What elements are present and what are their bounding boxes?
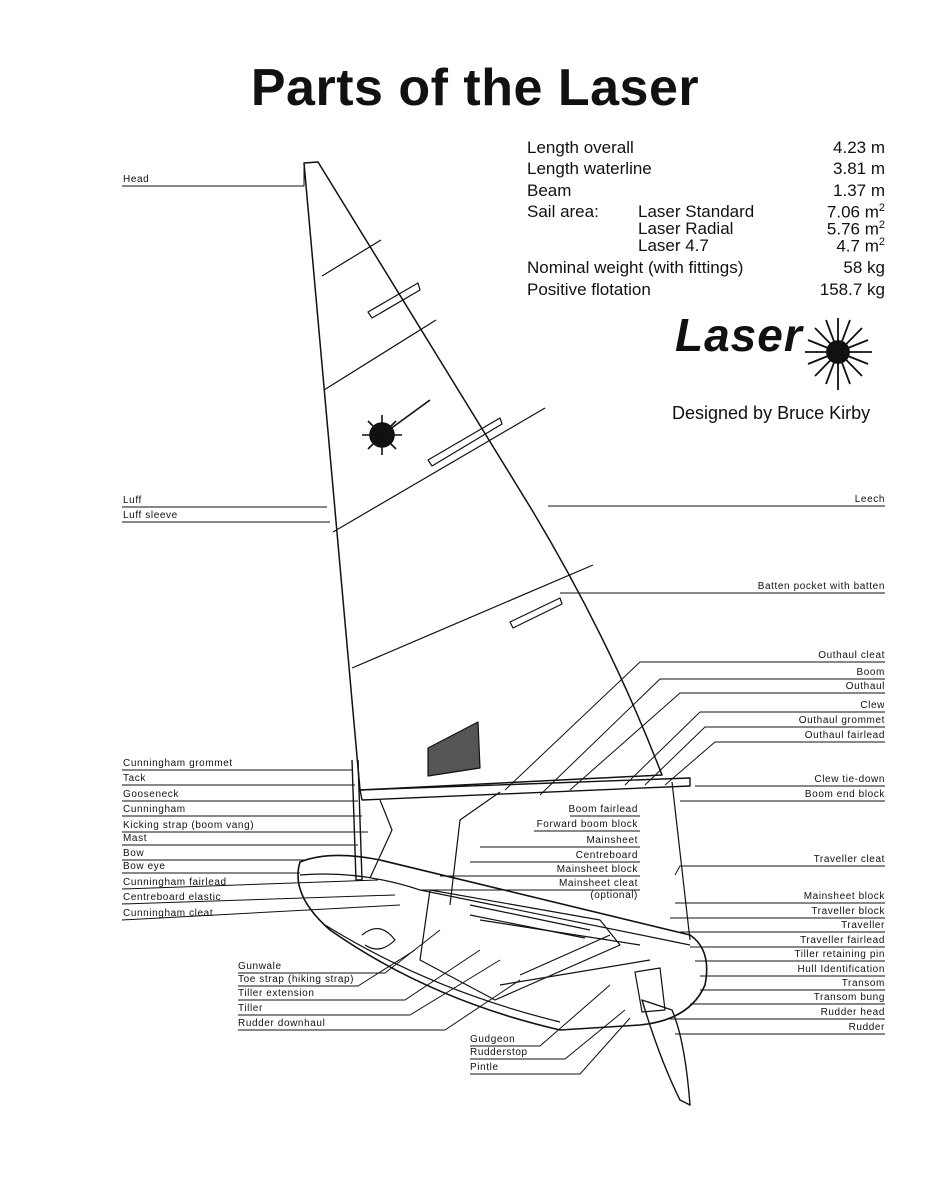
logo-starburst-icon (805, 318, 872, 390)
label-pintle: Pintle (470, 1062, 499, 1073)
sail (303, 161, 663, 791)
tiller (499, 959, 651, 986)
label-mainsheet-block-center: Mainsheet block (556, 864, 638, 875)
label-traveller-fairlead: Traveller fairlead (800, 935, 885, 946)
label-toe-strap: Toe strap (hiking strap) (238, 974, 355, 985)
spec-nominal-weight-value: 58 kg (843, 258, 885, 277)
label-rudder-head: Rudder head (820, 1007, 885, 1018)
label-centreboard: Centreboard (575, 850, 638, 861)
label-luff-sleeve: Luff sleeve (123, 510, 178, 521)
label-cunningham-fairlead: Cunningham fairlead (123, 877, 227, 888)
mainsheet-line (449, 791, 501, 906)
label-clew-tie-down: Clew tie-down (814, 774, 885, 785)
label-cunningham: Cunningham (123, 804, 186, 815)
label-boom-end-block: Boom end block (804, 789, 885, 800)
label-outhaul-cleat: Outhaul cleat (818, 650, 885, 661)
label-tiller-retaining-pin: Tiller retaining pin (794, 949, 885, 960)
label-outhaul-fairlead: Outhaul fairlead (804, 730, 885, 741)
label-traveller-cleat: Traveller cleat (813, 854, 885, 865)
label-tiller: Tiller (238, 1003, 263, 1014)
label-gunwale: Gunwale (238, 961, 282, 972)
label-boom: Boom (856, 667, 885, 678)
spec-sail-standard-name: Laser Standard (638, 202, 755, 221)
hull (297, 854, 708, 1031)
label-cunningham-cleat: Cunningham cleat (123, 908, 214, 919)
label-head: Head (123, 174, 150, 185)
spec-nominal-weight-label: Nominal weight (with fittings) (527, 258, 744, 277)
label-boom-fairlead: Boom fairlead (568, 804, 638, 815)
spec-beam-label: Beam (527, 181, 572, 200)
label-batten-pocket: Batten pocket with batten (757, 581, 885, 592)
sail-window (427, 721, 481, 777)
label-tiller-extension: Tiller extension (238, 988, 315, 999)
spec-sail-radial-value: 5.76 m2 (826, 219, 885, 239)
label-kicking-strap: Kicking strap (boom vang) (123, 820, 255, 831)
sail-starburst-icon (362, 399, 431, 455)
label-gudgeon: Gudgeon (470, 1034, 516, 1045)
label-mast: Mast (123, 833, 148, 844)
spec-length-waterline-label: Length waterline (527, 159, 652, 178)
label-leech: Leech (854, 494, 885, 505)
spec-positive-flotation-value: 158.7 kg (819, 280, 885, 299)
label-hull-identification: Hull Identification (797, 964, 885, 975)
spec-sail-radial-name: Laser Radial (638, 219, 734, 238)
spec-length-waterline-value: 3.81 m (833, 159, 885, 178)
spec-sail-47-value: 4.7 m2 (836, 236, 885, 256)
spec-beam-value: 1.37 m (833, 181, 885, 200)
spec-sail-standard-value: 7.06 m2 (826, 202, 885, 222)
label-gooseneck: Gooseneck (123, 789, 179, 800)
cockpit (419, 889, 621, 1001)
label-rudder: Rudder (848, 1022, 885, 1033)
label-mainsheet-cleat: Mainsheet cleat (558, 878, 638, 889)
label-centreboard-elastic: Centreboard elastic (123, 892, 222, 903)
laser-logo-text: Laser (675, 309, 803, 361)
rudder-blade (641, 999, 691, 1106)
label-outhaul: Outhaul (845, 681, 885, 692)
batten-2 (323, 319, 437, 391)
spec-length-overall-value: 4.23 m (833, 138, 885, 157)
boom-spar (359, 777, 691, 801)
designer-credit: Designed by Bruce Kirby (672, 403, 871, 423)
label-traveller-block: Traveller block (811, 906, 885, 917)
label-tack: Tack (123, 773, 146, 784)
label-cunningham-grommet: Cunningham grommet (123, 758, 233, 769)
label-rudder-downhaul: Rudder downhaul (238, 1018, 326, 1029)
page-title: Parts of the Laser (250, 59, 700, 117)
label-outhaul-grommet: Outhaul grommet (798, 715, 885, 726)
spec-length-overall-label: Length overall (527, 138, 634, 157)
label-rudderstop: Rudderstop (470, 1047, 528, 1058)
batten-3 (332, 407, 546, 533)
batten-1 (321, 239, 382, 277)
batten-4 (351, 564, 594, 669)
mast (351, 759, 363, 881)
label-clew: Clew (860, 700, 885, 711)
label-transom-bung: Transom bung (813, 992, 885, 1003)
label-mainsheet-block-right: Mainsheet block (803, 891, 885, 902)
label-forward-boom-block: Forward boom block (536, 819, 638, 830)
label-mainsheet: Mainsheet (586, 835, 638, 846)
label-traveller: Traveller (841, 920, 885, 931)
label-luff: Luff (123, 495, 142, 506)
label-bow: Bow (123, 848, 145, 859)
rudder-head (634, 967, 666, 1013)
label-mainsheet-cleat-optional: (optional) (590, 890, 638, 901)
spec-positive-flotation-label: Positive flotation (527, 280, 651, 299)
spec-sail-47-name: Laser 4.7 (638, 236, 709, 255)
spec-sail-area-label: Sail area: (527, 202, 599, 221)
label-bow-eye: Bow eye (123, 861, 166, 872)
label-transom: Transom (841, 978, 885, 989)
